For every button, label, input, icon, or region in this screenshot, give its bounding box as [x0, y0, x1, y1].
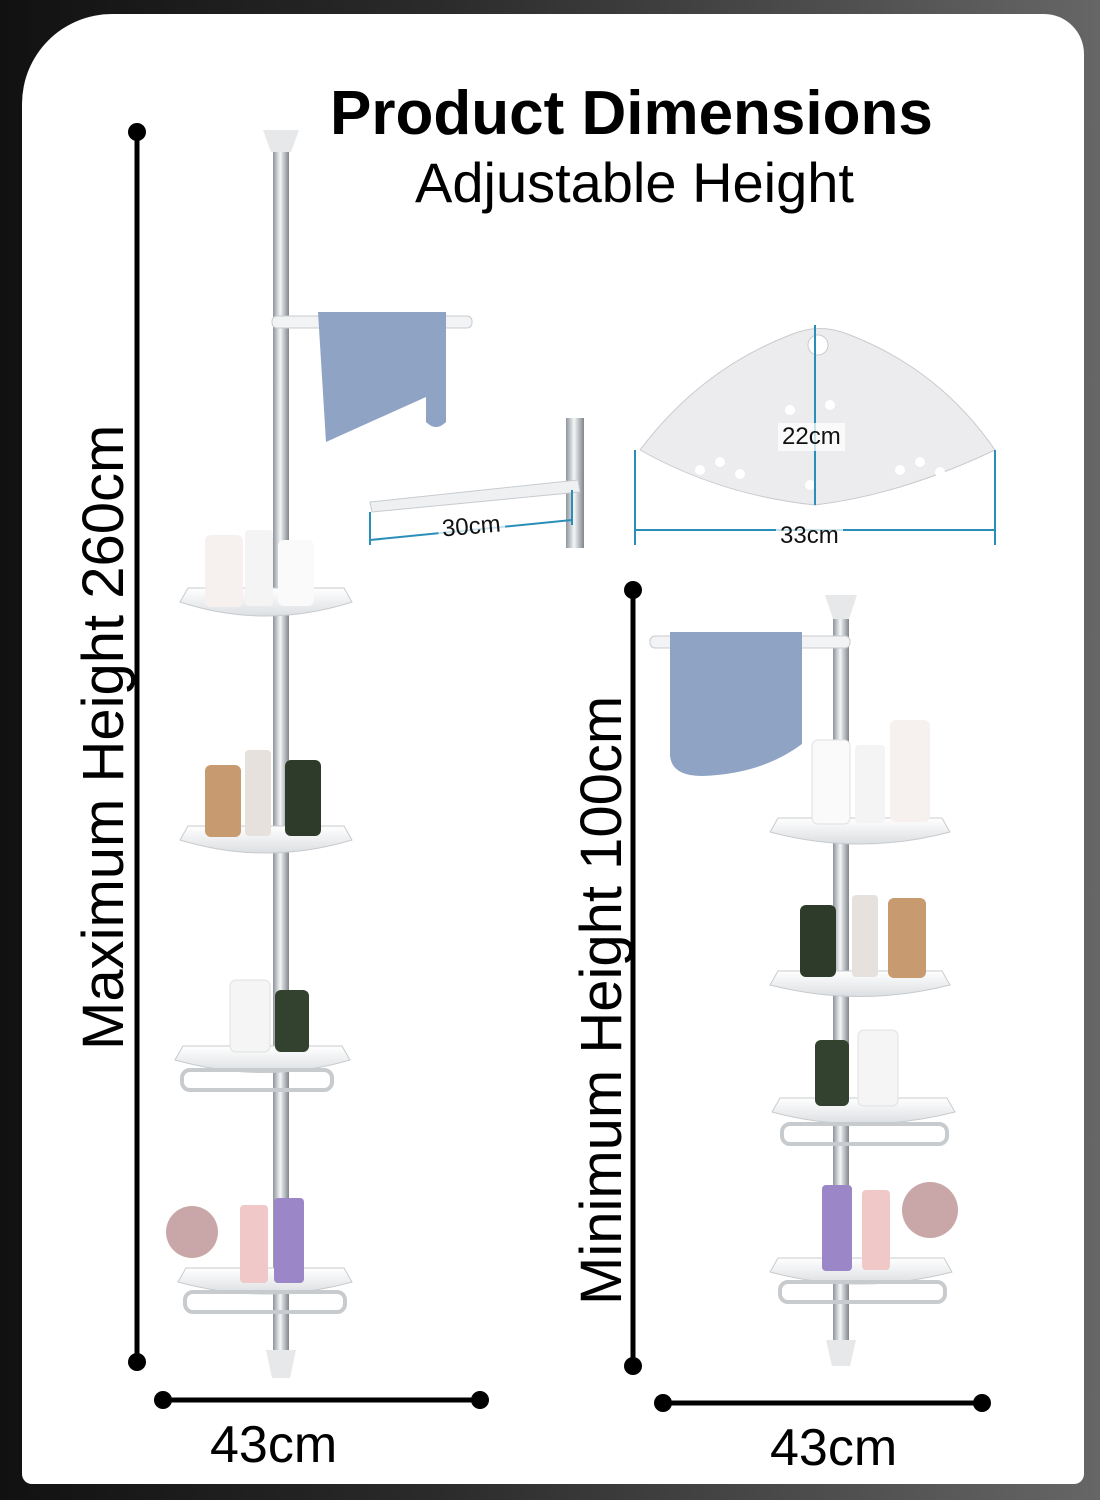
- bath-sponge-icon: [166, 1206, 218, 1258]
- right-width-measure-line: [654, 1394, 991, 1412]
- towel-arm-length-label: 30cm: [436, 510, 506, 544]
- page-title: Product Dimensions: [330, 79, 933, 148]
- right-width-label: 43cm: [770, 1419, 898, 1477]
- right-shelf-3: [771, 1029, 956, 1146]
- towel-icon: [670, 632, 802, 776]
- minimum-height-label: Minimum Height 100cm: [569, 695, 634, 1305]
- maximum-height-label: Maximum Height 260cm: [71, 424, 136, 1050]
- right-height-measure-line: [624, 581, 642, 1375]
- left-shelf-3: [174, 979, 351, 1092]
- left-towel-bar: [271, 312, 473, 442]
- corner-shelf-detail: [634, 325, 996, 545]
- left-width-measure-line: [154, 1391, 489, 1409]
- right-towel-bar: [649, 632, 851, 776]
- shelf-width-label: 33cm: [776, 522, 843, 550]
- right-shelf-1: [769, 720, 951, 845]
- shelf-depth-label: 22cm: [778, 423, 845, 451]
- right-shelf-2: [769, 895, 951, 997]
- left-height-measure-line: [128, 123, 146, 1371]
- page-subtitle: Adjustable Height: [415, 151, 854, 214]
- right-shelf-4: [769, 1182, 958, 1304]
- left-shelf-2: [179, 750, 353, 854]
- left-shelf-4: [166, 1198, 353, 1314]
- towel-icon: [318, 312, 446, 442]
- left-shelf-1: [179, 530, 353, 617]
- left-width-label: 43cm: [210, 1416, 338, 1474]
- bath-sponge-icon: [902, 1182, 958, 1238]
